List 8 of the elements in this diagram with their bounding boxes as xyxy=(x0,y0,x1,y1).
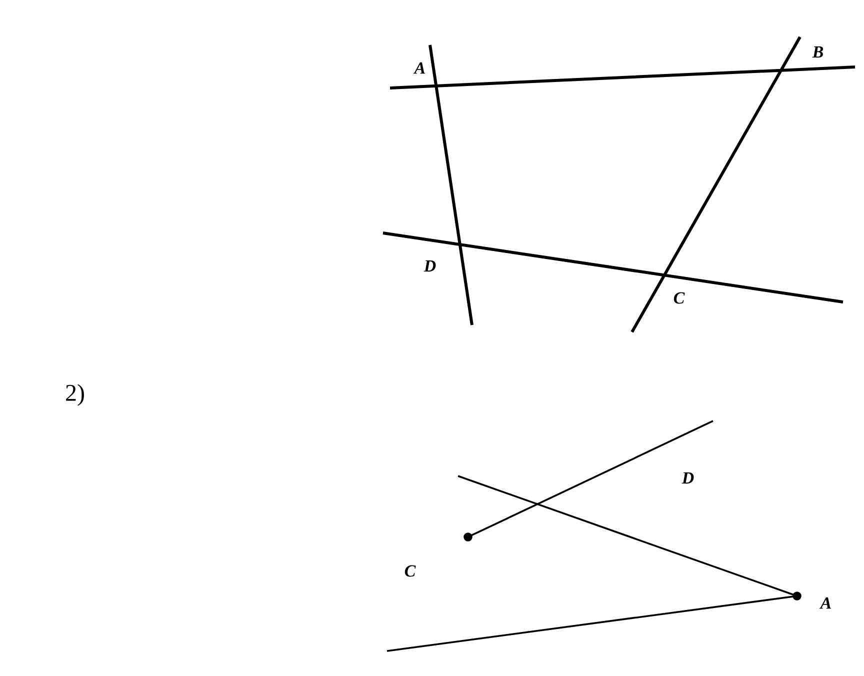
figure-number: 2) xyxy=(66,384,84,406)
point-label: B xyxy=(812,46,824,58)
point-label: C xyxy=(674,292,685,304)
point-label: D xyxy=(424,260,436,272)
point-label: C xyxy=(404,565,416,577)
point-label: A xyxy=(819,597,831,609)
point-label: D xyxy=(682,472,694,484)
point-label: A xyxy=(413,62,425,74)
